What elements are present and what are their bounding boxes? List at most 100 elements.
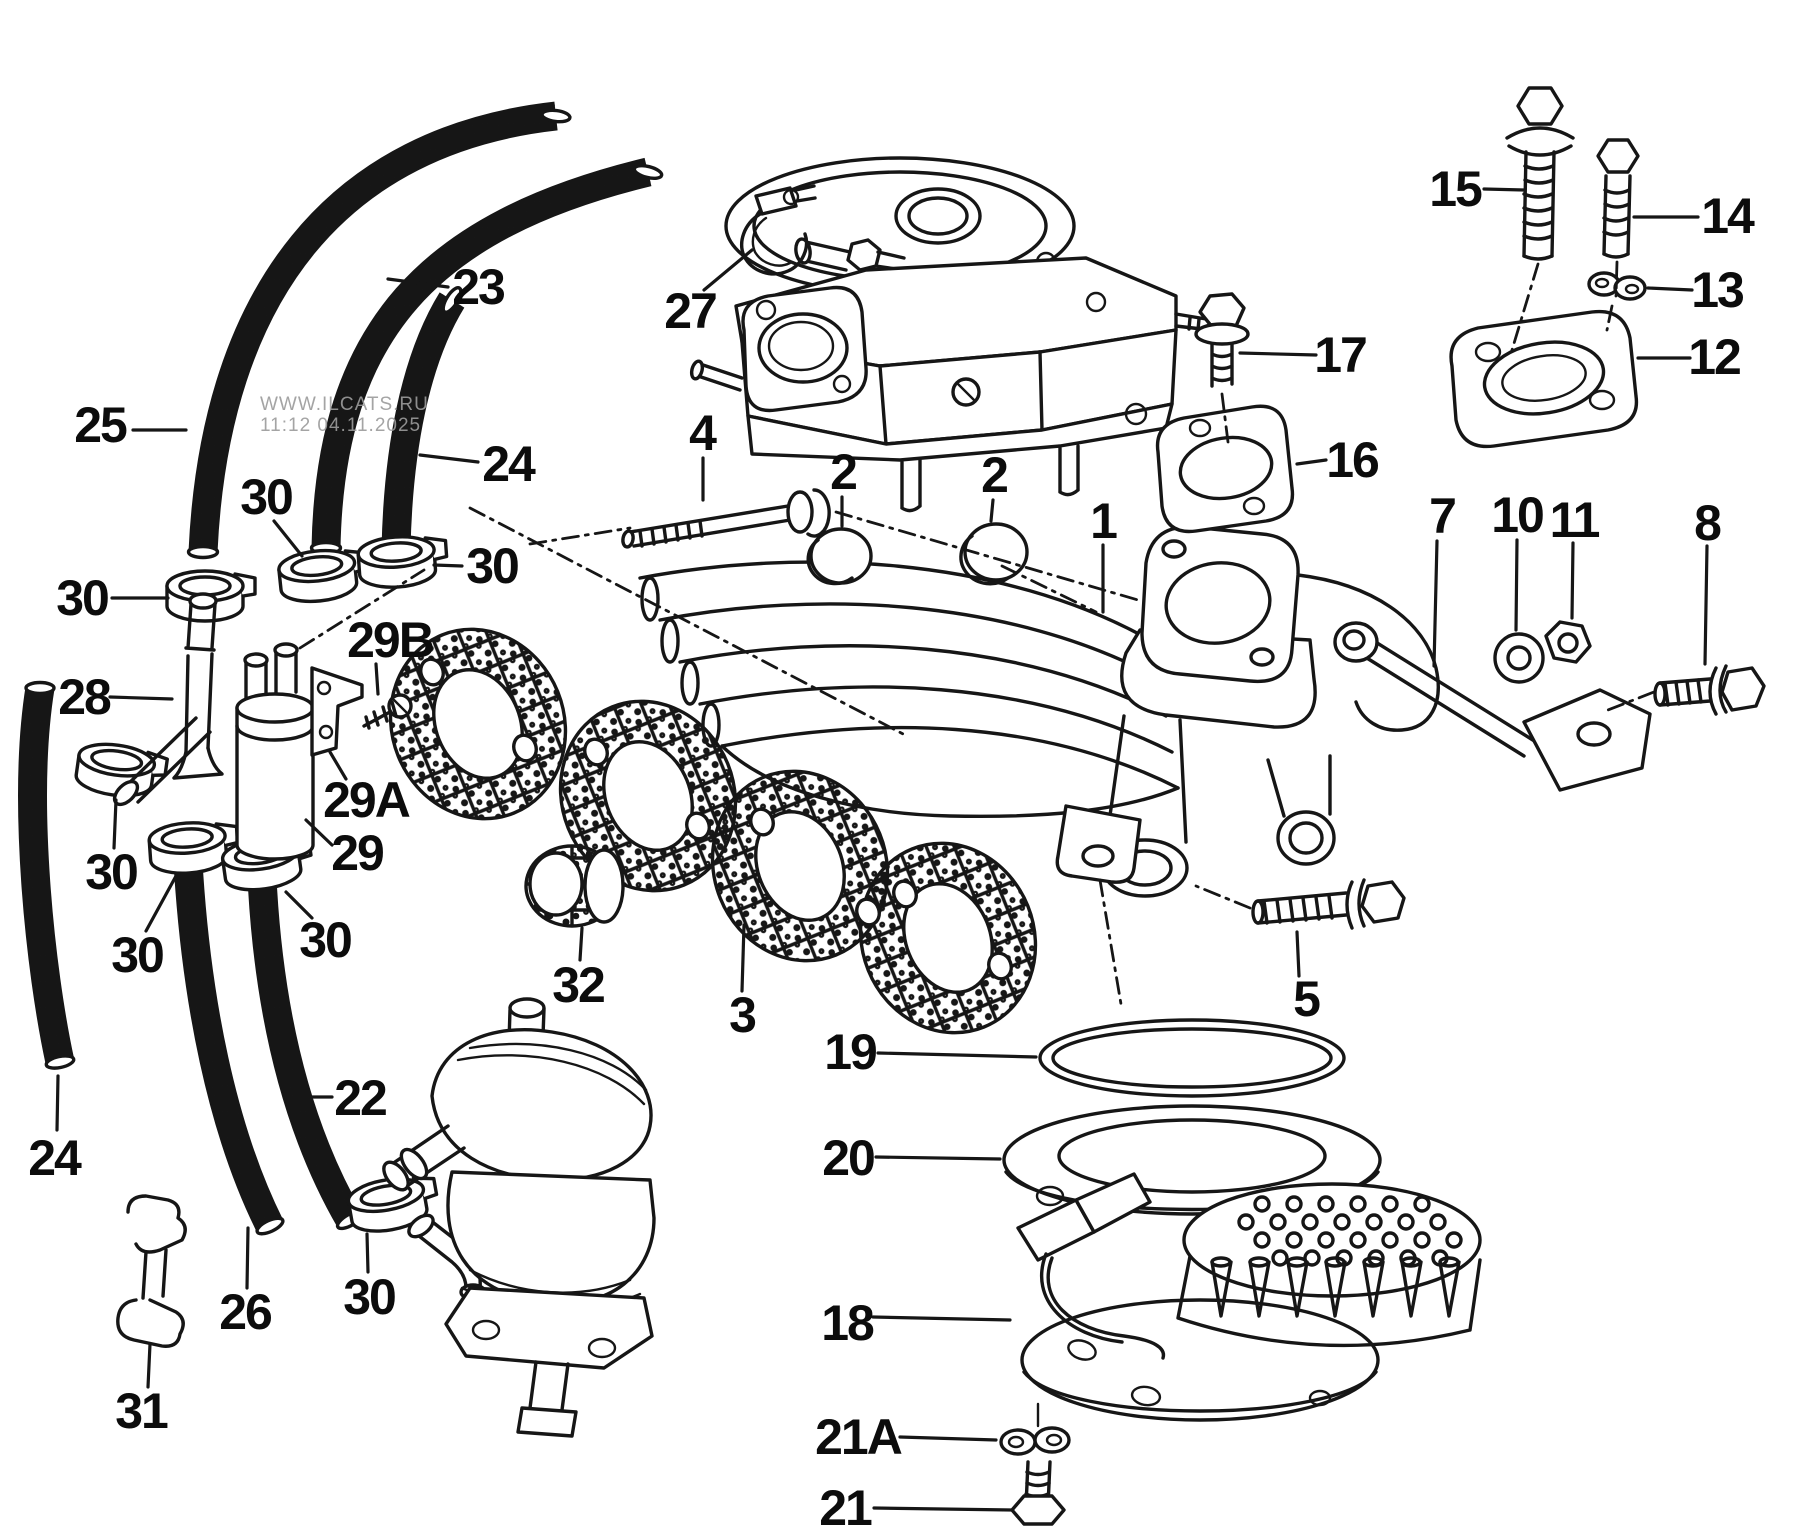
part-label-2-b: 2 — [981, 447, 1007, 503]
part-label-23: 23 — [452, 259, 504, 315]
heater-wire — [1039, 1252, 1166, 1360]
leader-line-21A — [898, 1435, 998, 1442]
leader-line-32 — [578, 926, 584, 962]
leader-line-29B — [374, 662, 380, 696]
part-label-8: 8 — [1694, 495, 1721, 551]
part-label-32: 32 — [552, 957, 604, 1013]
leader-line-24-bottom — [55, 1074, 60, 1132]
part-label-3: 3 — [729, 987, 755, 1043]
heating-element-18 — [1016, 1172, 1482, 1422]
watermark-line1: WWW.ILCATS.RU — [260, 394, 429, 415]
leader-line-30-a — [272, 519, 304, 558]
part-label-4: 4 — [689, 405, 717, 461]
gasket-16 — [1155, 404, 1295, 534]
part-label-17: 17 — [1314, 327, 1366, 383]
manifold-right-lobe — [1296, 573, 1440, 732]
part-label-30-d: 30 — [85, 844, 137, 900]
part-label-20: 20 — [822, 1130, 874, 1186]
leader-line-15 — [1482, 187, 1526, 192]
part-label-5: 5 — [1293, 971, 1320, 1027]
part-label-24-bottom: 24 — [28, 1130, 82, 1186]
alignment-lines — [298, 260, 1656, 1012]
heater-pins — [1210, 1195, 1463, 1318]
fuel-pump — [382, 997, 656, 1438]
leader-line-31 — [146, 1342, 152, 1389]
leader-line-10 — [1514, 538, 1519, 632]
manifold-runner — [638, 560, 1152, 642]
part-label-25: 25 — [74, 397, 127, 453]
part-label-7: 7 — [1429, 488, 1455, 544]
part-label-30-a: 30 — [240, 469, 292, 525]
bolt-21 — [1010, 1460, 1066, 1526]
leader-line-20 — [874, 1155, 1002, 1161]
part-label-28: 28 — [58, 669, 111, 725]
carburetor — [689, 156, 1221, 513]
flange-12 — [1449, 309, 1639, 449]
part-label-30-b: 30 — [56, 570, 108, 626]
leader-line-7 — [1432, 539, 1439, 668]
leader-line-28 — [108, 695, 174, 701]
part-label-30-g: 30 — [343, 1269, 395, 1325]
manifold-gasket-3 — [388, 627, 1038, 1035]
part-label-29B: 29B — [347, 612, 433, 668]
part-label-30-f: 30 — [299, 912, 351, 968]
leader-line-27 — [702, 248, 754, 292]
leader-line-5 — [1295, 930, 1301, 978]
leader-line-29A — [328, 750, 348, 781]
washer-10 — [1493, 632, 1545, 684]
leader-line-2-b — [989, 498, 995, 523]
part-label-18: 18 — [821, 1295, 874, 1351]
bolt-8 — [1653, 664, 1766, 716]
part-label-22: 22 — [334, 1070, 386, 1126]
leader-line-30-f — [284, 890, 314, 920]
screw-29b — [362, 693, 413, 730]
hose-clamp-27 — [740, 184, 817, 276]
leader-line-30-e — [144, 874, 178, 933]
part-label-2-a: 2 — [830, 444, 856, 500]
part-label-10: 10 — [1491, 487, 1543, 543]
leader-line-21 — [872, 1506, 1014, 1512]
part-label-27: 27 — [664, 283, 716, 339]
part-label-24-top: 24 — [482, 436, 536, 492]
grommet-32 — [524, 844, 625, 928]
intake-manifold — [638, 525, 1440, 898]
leader-line-19 — [876, 1051, 1038, 1059]
part-label-29: 29 — [331, 825, 383, 881]
leader-line-26 — [245, 1226, 250, 1290]
retaining-clip-31 — [116, 1194, 187, 1348]
cap-2b — [959, 522, 1029, 586]
washer-21a — [999, 1402, 1071, 1456]
nut-11 — [1544, 620, 1592, 664]
bolt-15 — [1505, 86, 1575, 261]
part-label-1: 1 — [1090, 493, 1117, 549]
leader-line-3 — [740, 923, 746, 993]
part-label-15: 15 — [1429, 161, 1482, 217]
support-bracket — [1522, 688, 1652, 792]
bolt-17 — [1194, 292, 1250, 388]
leader-line-24-top — [418, 453, 480, 464]
manifold-stub-right — [1276, 810, 1336, 866]
part-label-19: 19 — [824, 1024, 876, 1080]
leader-line-30-d — [112, 798, 118, 850]
bolt-5 — [1251, 878, 1406, 930]
stud-4 — [621, 488, 831, 549]
fuel-filter-29 — [235, 642, 315, 861]
leader-line-23 — [386, 277, 450, 289]
leader-line-30-g — [365, 1232, 370, 1274]
part-label-13: 13 — [1691, 262, 1743, 318]
cap-2a — [806, 527, 873, 586]
o-ring-19 — [1038, 1018, 1346, 1098]
support-rod-7 — [1333, 621, 1652, 792]
leader-line-29 — [304, 818, 334, 847]
leader-line-8 — [1703, 544, 1709, 666]
watermark-line2: 11:12 04.11.2025 — [260, 415, 421, 436]
leader-line-13 — [1646, 286, 1694, 292]
leader-line-11 — [1570, 541, 1575, 620]
t-pipe-28 — [112, 592, 224, 807]
part-label-21: 21 — [819, 1480, 872, 1529]
part-label-14: 14 — [1701, 188, 1755, 244]
part-label-21A: 21A — [815, 1409, 902, 1465]
part-label-11: 11 — [1550, 492, 1600, 548]
